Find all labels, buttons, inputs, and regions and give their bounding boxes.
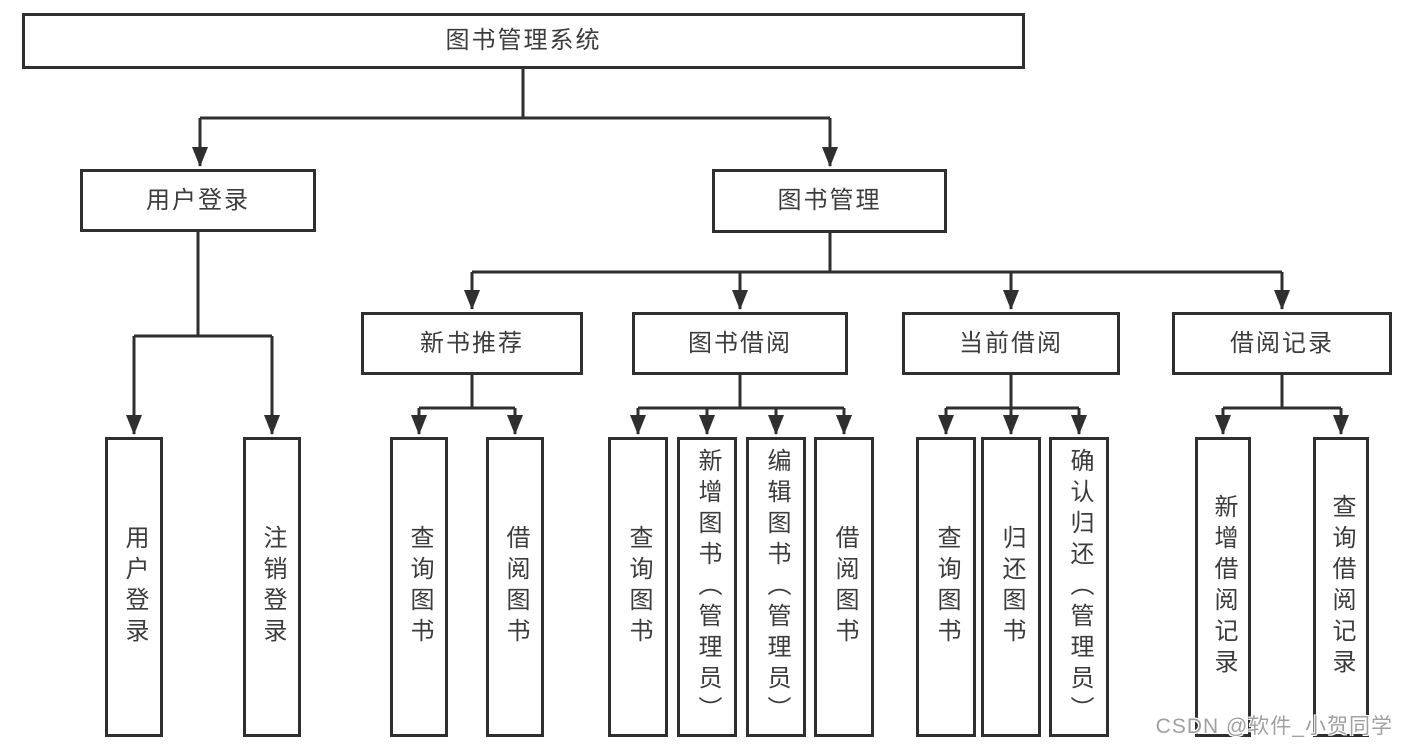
leaf-query-borrow-record: 查询借阅记录: [1313, 437, 1369, 737]
leaf-query-books-borrow: 查询图书: [608, 437, 668, 737]
leaf-borrow-books-recommend: 借阅图书: [486, 437, 544, 737]
node-current-borrow: 当前借阅: [902, 312, 1120, 375]
node-book-borrow: 图书借阅: [632, 312, 848, 375]
leaf-borrow-books-label: 借阅图书: [831, 525, 858, 649]
leaf-add-book-admin-label: 新增图书（管理员）: [694, 447, 721, 727]
leaf-query-books-borrow-label: 查询图书: [625, 525, 652, 649]
node-root: 图书管理系统: [22, 13, 1025, 69]
leaf-add-borrow-record-label: 新增借阅记录: [1210, 494, 1237, 680]
leaf-confirm-return-admin-label: 确认归还（管理员）: [1066, 447, 1093, 727]
leaf-edit-book-admin-label: 编辑图书（管理员）: [763, 447, 790, 727]
csdn-watermark: CSDN @软件_小贺同学: [1155, 715, 1393, 738]
leaf-add-borrow-record: 新增借阅记录: [1195, 437, 1251, 737]
leaf-query-books-current-label: 查询图书: [933, 525, 960, 649]
leaf-logout-login: 注销登录: [243, 437, 301, 737]
leaf-confirm-return-admin: 确认归还（管理员）: [1049, 437, 1109, 737]
leaf-query-books-current: 查询图书: [916, 437, 976, 737]
leaf-user-login-label: 用户登录: [121, 525, 148, 649]
leaf-add-book-admin: 新增图书（管理员）: [677, 437, 737, 737]
leaf-borrow-books: 借阅图书: [814, 437, 874, 737]
leaf-query-books-recommend-label: 查询图书: [406, 525, 433, 649]
leaf-return-book: 归还图书: [981, 437, 1041, 737]
leaf-user-login: 用户登录: [105, 437, 163, 737]
node-new-book-recommend: 新书推荐: [361, 312, 583, 375]
leaf-logout-login-label: 注销登录: [259, 525, 286, 649]
node-book-management: 图书管理: [712, 169, 947, 233]
leaf-borrow-books-recommend-label: 借阅图书: [502, 525, 529, 649]
leaf-return-book-label: 归还图书: [998, 525, 1025, 649]
node-borrow-records: 借阅记录: [1172, 312, 1392, 375]
leaf-query-books-recommend: 查询图书: [390, 437, 448, 737]
leaf-query-borrow-record-label: 查询借阅记录: [1328, 494, 1355, 680]
leaf-edit-book-admin: 编辑图书（管理员）: [746, 437, 806, 737]
node-user-login: 用户登录: [80, 169, 316, 232]
